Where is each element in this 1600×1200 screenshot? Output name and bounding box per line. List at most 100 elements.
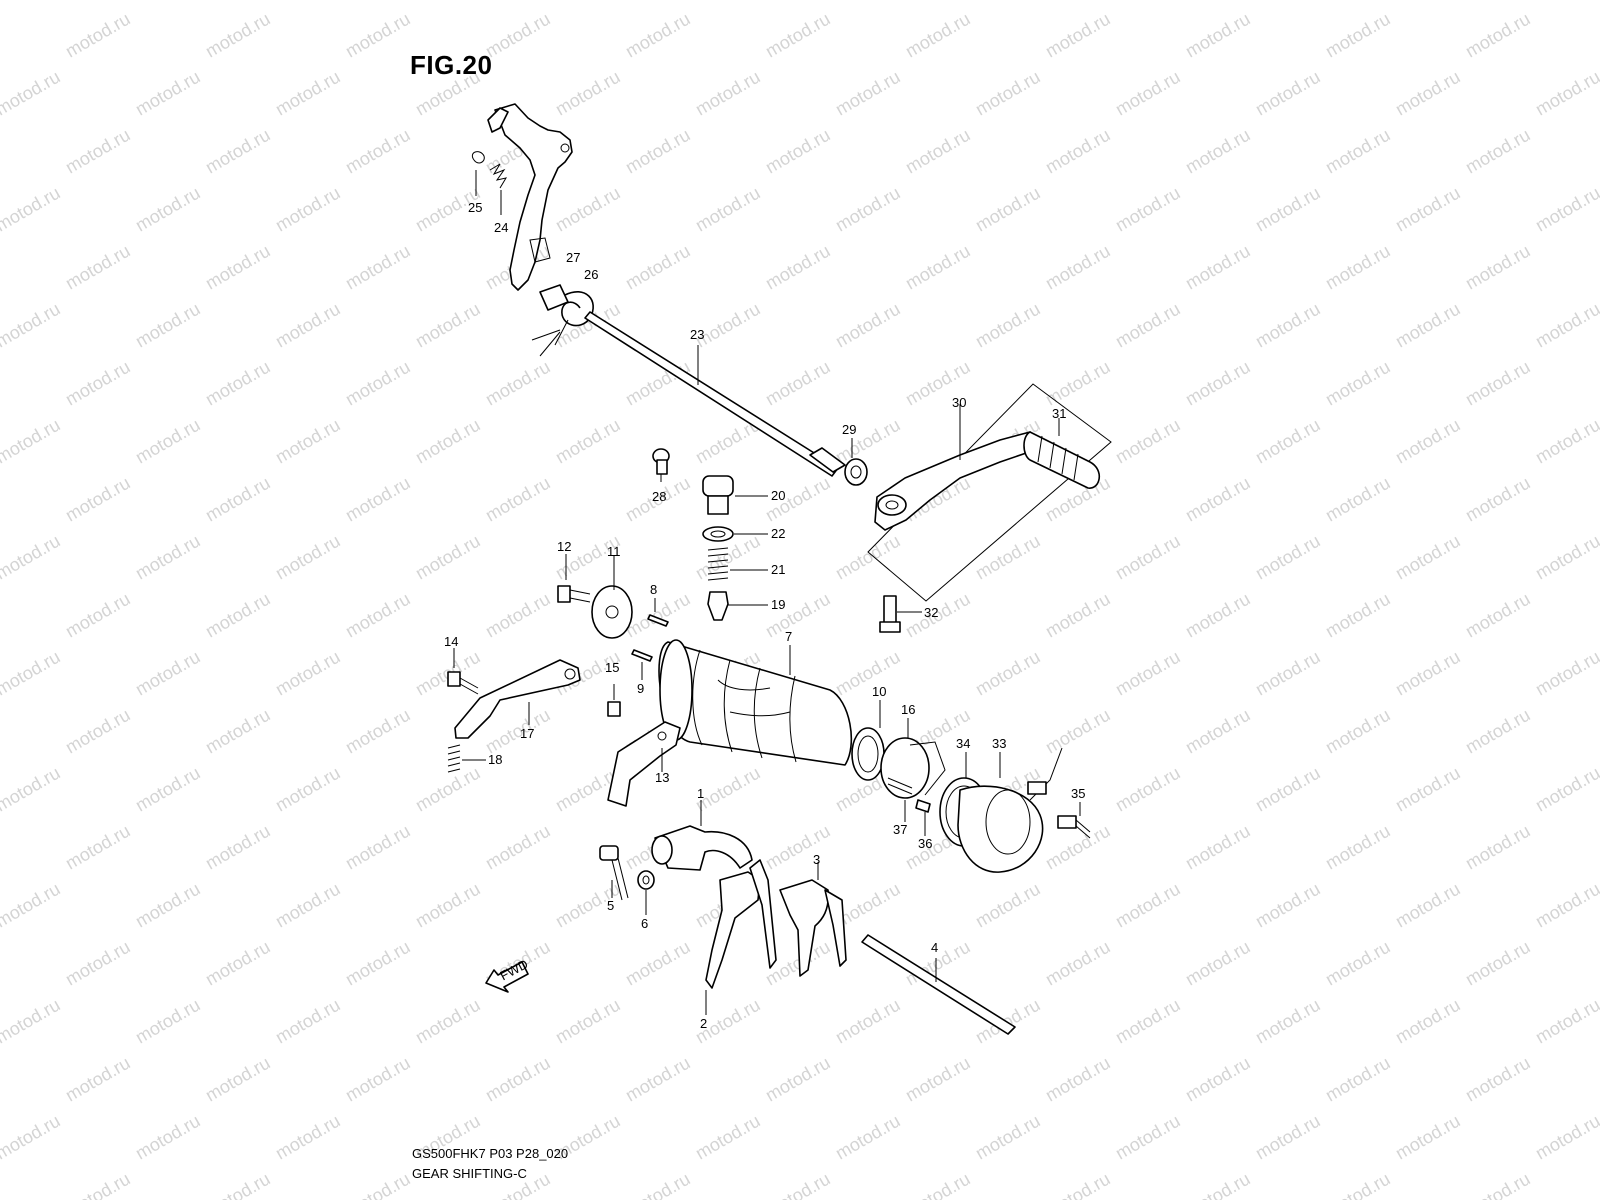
watermark-text: motod.ru [1112, 763, 1184, 816]
watermark-text: motod.ru [1532, 0, 1600, 3]
watermark-text: motod.ru [202, 9, 274, 62]
oil-seal [844, 438, 868, 486]
watermark-text: motod.ru [552, 415, 624, 468]
watermark-text: motod.ru [972, 531, 1044, 584]
watermark-text: motod.ru [62, 1053, 134, 1106]
watermark-text: motod.ru [342, 125, 414, 178]
watermark-text: motod.ru [972, 647, 1044, 700]
callout-35: 35 [1071, 786, 1085, 801]
gearshift-shaft [584, 311, 846, 477]
watermark-text: motod.ru [202, 705, 274, 758]
callout-6: 6 [641, 916, 648, 931]
watermark-text: motod.ru [1042, 1053, 1114, 1106]
watermark-text: motod.ru [832, 1111, 904, 1164]
watermark-text: motod.ru [202, 589, 274, 642]
watermark-text: motod.ru [972, 67, 1044, 120]
watermark-text: motod.ru [62, 9, 134, 62]
watermark-text: motod.ru [692, 1111, 764, 1164]
watermark-text: motod.ru [1532, 531, 1600, 584]
watermark-text: motod.ru [762, 9, 834, 62]
watermark-text: motod.ru [1112, 299, 1184, 352]
watermark-text: motod.ru [412, 0, 484, 3]
watermark-text: motod.ru [1252, 415, 1324, 468]
watermark-text: motod.ru [1112, 1111, 1184, 1164]
watermark-text: motod.ru [692, 67, 764, 120]
watermark-text: motod.ru [552, 0, 624, 3]
watermark-text: motod.ru [342, 589, 414, 642]
watermark-text: motod.ru [272, 995, 344, 1048]
watermark-text: motod.ru [132, 879, 204, 932]
watermark-text: motod.ru [622, 937, 694, 990]
watermark-text: motod.ru [972, 183, 1044, 236]
watermark-text: motod.ru [1252, 67, 1324, 120]
callout-27: 27 [566, 250, 580, 265]
callout-9: 9 [637, 681, 644, 696]
callout-19: 19 [771, 597, 785, 612]
callout-12: 12 [557, 539, 571, 554]
watermark-text: motod.ru [832, 531, 904, 584]
watermark-text: motod.ru [1322, 357, 1394, 410]
watermark-text: motod.ru [832, 647, 904, 700]
guide-plate [607, 684, 681, 807]
watermark-text: motod.ru [0, 183, 64, 236]
watermark-text: motod.ru [1532, 1111, 1600, 1164]
watermark-text: motod.ru [1462, 589, 1534, 642]
watermark-text: motod.ru [972, 299, 1044, 352]
watermark-text: motod.ru [342, 357, 414, 410]
watermark-text: motod.ru [1322, 473, 1394, 526]
watermark-text: motod.ru [132, 67, 204, 120]
watermark-text: motod.ru [972, 0, 1044, 3]
watermark-text: motod.ru [272, 183, 344, 236]
watermark-text: motod.ru [272, 0, 344, 3]
watermark-text: motod.ru [832, 67, 904, 120]
watermark-text: motod.ru [272, 879, 344, 932]
watermark-text: motod.ru [902, 1053, 974, 1106]
watermark-text: motod.ru [1182, 937, 1254, 990]
watermark-text: motod.ru [132, 763, 204, 816]
callout-31: 31 [1052, 406, 1066, 421]
watermark-text: motod.ru [482, 821, 554, 874]
callout-22: 22 [771, 526, 785, 541]
callout-16: 16 [901, 702, 915, 717]
callout-15: 15 [605, 660, 619, 675]
gearshift-arm-assembly [471, 103, 594, 357]
watermark-text: motod.ru [1182, 1053, 1254, 1106]
watermark-text: motod.ru [1532, 995, 1600, 1048]
watermark-text: motod.ru [0, 415, 64, 468]
watermark-text: motod.ru [832, 183, 904, 236]
watermark-text: motod.ru [762, 241, 834, 294]
callout-3: 3 [813, 852, 820, 867]
watermark-text: motod.ru [62, 357, 134, 410]
watermark-text: motod.ru [552, 995, 624, 1048]
watermark-text: motod.ru [1322, 241, 1394, 294]
watermark-text: motod.ru [202, 241, 274, 294]
watermark-text: motod.ru [1252, 531, 1324, 584]
watermark-text: motod.ru [412, 763, 484, 816]
callout-33: 33 [992, 736, 1006, 751]
watermark-text: motod.ru [1532, 299, 1600, 352]
watermark-text: motod.ru [1112, 0, 1184, 3]
shift-drum [658, 639, 853, 766]
watermark-text: motod.ru [622, 125, 694, 178]
stopper-lever [447, 648, 581, 773]
watermark-text: motod.ru [1112, 531, 1184, 584]
watermark-text: motod.ru [412, 531, 484, 584]
watermark-text: motod.ru [1182, 241, 1254, 294]
watermark-text: motod.ru [272, 415, 344, 468]
watermark-text: motod.ru [902, 125, 974, 178]
stopper-cam-parts [557, 554, 669, 680]
watermark-text: motod.ru [342, 1053, 414, 1106]
shift-forks [599, 800, 1016, 1035]
callout-8: 8 [650, 582, 657, 597]
watermark-text: motod.ru [1182, 473, 1254, 526]
watermark-text: motod.ru [0, 995, 64, 1048]
callout-18: 18 [488, 752, 502, 767]
watermark-text: motod.ru [1532, 647, 1600, 700]
watermark-text: motod.ru [1182, 821, 1254, 874]
watermark-text: motod.ru [1392, 879, 1464, 932]
callout-30: 30 [952, 395, 966, 410]
watermark-text: motod.ru [1392, 995, 1464, 1048]
watermark-text: motod.ru [482, 9, 554, 62]
callout-28: 28 [652, 489, 666, 504]
